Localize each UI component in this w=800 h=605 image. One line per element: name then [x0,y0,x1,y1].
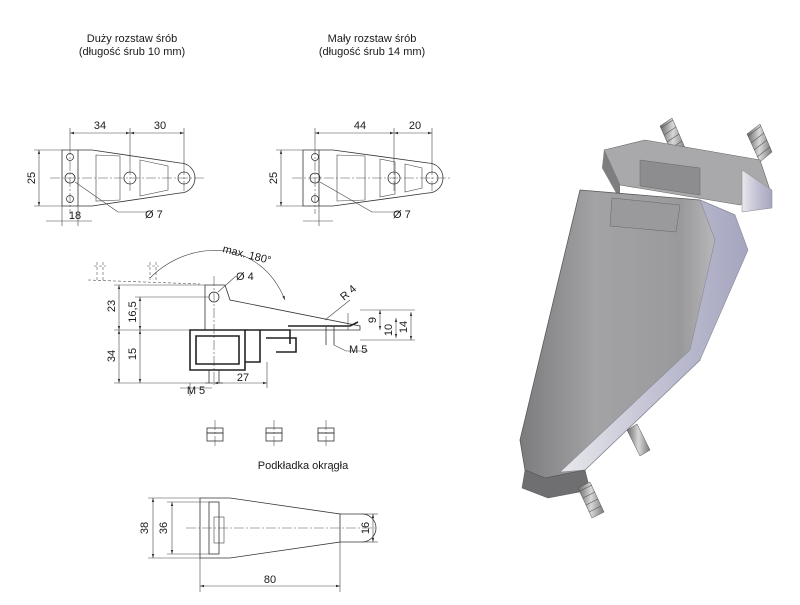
washers: Podkładka okrągła [206,420,349,472]
hinge-3d-render [519,117,773,519]
caption-large-spacing: Duży rozstaw śrób (długość śrub 10 mm) [79,33,185,58]
radius-label: R 4 [338,283,359,303]
dim-30: 30 [154,120,166,132]
thread-bottom: M 5 [187,385,205,397]
dim-44: 44 [354,120,366,132]
thread-right: M 5 [349,344,367,356]
dim-16-5: 16,5 [127,301,139,322]
bottom-bolt-upper [626,423,651,457]
dim-14: 14 [398,321,410,333]
caption-large-subtitle: (długość śrub 10 mm) [79,46,185,58]
dim-15: 15 [127,348,139,360]
washer-1 [206,420,224,448]
dim-25-small: 25 [268,172,280,184]
dim-23: 23 [106,300,118,312]
caption-small-spacing: Mały rozstaw śrób (długość śrub 14 mm) [319,33,425,58]
dim-25-large: 25 [26,172,38,184]
dim-9: 9 [367,317,379,323]
rotation-label: max. 180° [221,243,272,267]
dim-34: 34 [94,120,106,132]
caption-small-title: Mały rozstaw śrób [328,33,417,45]
hole-diameter-small: Ø 7 [393,209,411,221]
dim-80: 80 [264,574,276,586]
side-view: max. 180° Ø 4 23 16,5 34 15 [87,243,415,397]
washer-2 [265,420,283,448]
washer-label: Podkładka okrągła [258,460,349,472]
washer-3 [317,420,335,448]
top-view-large-spacing: 34 30 25 18 Ø 7 [26,120,205,226]
bottom-bolt-lower [577,481,605,519]
dim-27: 27 [237,372,249,384]
top-bolt-right [746,123,773,163]
caption-large-title: Duży rozstaw śrób [87,33,177,45]
dim-20: 20 [409,120,421,132]
dim-16: 16 [360,522,372,534]
dim-36: 36 [158,522,170,534]
dim-34-side: 34 [106,350,118,362]
dim-18: 18 [69,210,81,222]
caption-small-subtitle: (długość śrub 14 mm) [319,46,425,58]
top-view-small-spacing: 44 20 25 Ø 7 [268,120,452,226]
bottom-view: 38 36 16 80 [139,497,378,592]
dim-38: 38 [139,522,151,534]
dim-10: 10 [383,324,395,336]
hole-diameter-large: Ø 7 [145,209,163,221]
pin-diameter: Ø 4 [236,271,254,283]
